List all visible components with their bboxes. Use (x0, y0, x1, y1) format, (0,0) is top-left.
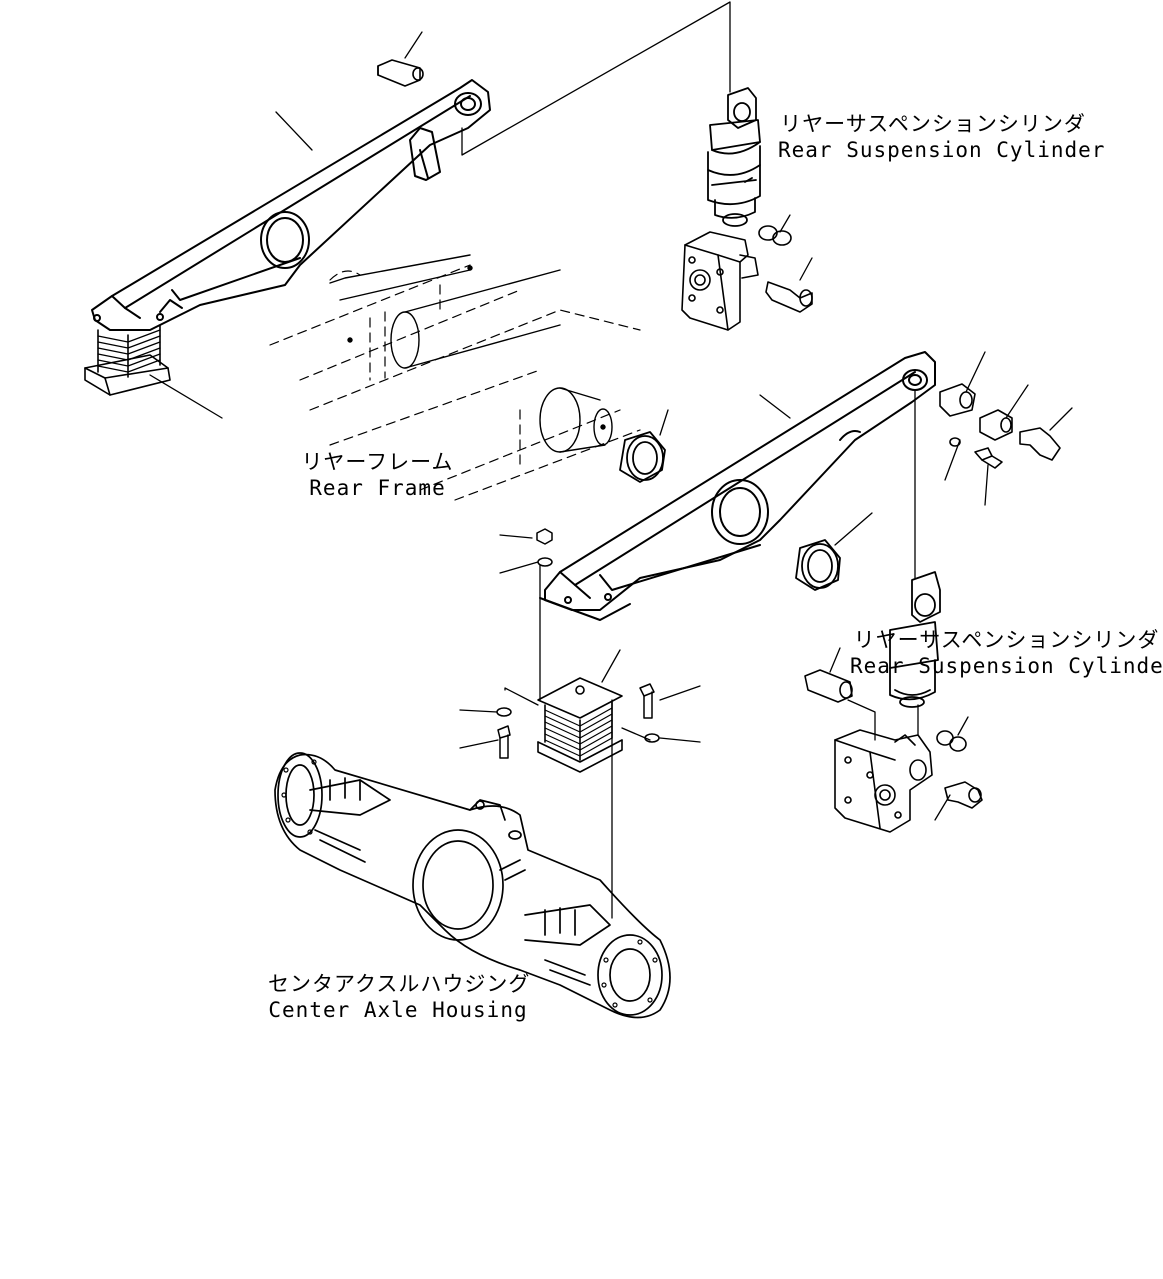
top-suspension-cylinder (707, 87, 761, 227)
right-snap-ring (936, 730, 967, 752)
label-axle-housing-en: Center Axle Housing (268, 998, 528, 1022)
label-right-cylinder-en: Rear Suspension Cylinder (850, 654, 1163, 678)
lower-rubber-mount-fins (544, 707, 613, 757)
label-rear-frame-en: Rear Frame (309, 476, 446, 500)
top-cylinder-bracket (681, 231, 759, 331)
upper-rubber-mount-fins (97, 329, 161, 373)
top-snap-ring (758, 225, 792, 246)
right-suspension-cylinder (889, 571, 941, 708)
top-cylinder-pin (765, 281, 813, 313)
rear-frame (269, 264, 641, 501)
lower-bushing-left (619, 431, 666, 483)
lower-bushing-right (795, 539, 841, 591)
axle-flange-bolts (281, 759, 658, 1008)
rear-frame-cross-tube (329, 254, 613, 453)
label-top-cylinder-en: Rear Suspension Cylinder (778, 138, 1106, 162)
right-elbow-fitting (944, 781, 983, 809)
label-axle-housing-jp: センタアクスルハウジング (268, 972, 531, 996)
center-axle-housing (274, 752, 671, 1019)
upper-arm-pin (377, 59, 424, 87)
leader-lines (149, 1, 1073, 919)
label-rear-frame-jp: リヤーフレーム (301, 450, 454, 474)
upper-suspension-arm (91, 79, 491, 331)
mount-hardware (496, 528, 660, 759)
right-cylinder-pin (804, 669, 853, 703)
right-cylinder-bracket (834, 729, 933, 833)
lower-suspension-arm (539, 351, 936, 621)
label-top-cylinder-jp: リヤーサスペンションシリンダ (780, 112, 1086, 136)
label-right-cylinder-jp: リヤーサスペンションシリンダ (853, 628, 1160, 652)
arm-eye-fittings (939, 383, 1061, 469)
